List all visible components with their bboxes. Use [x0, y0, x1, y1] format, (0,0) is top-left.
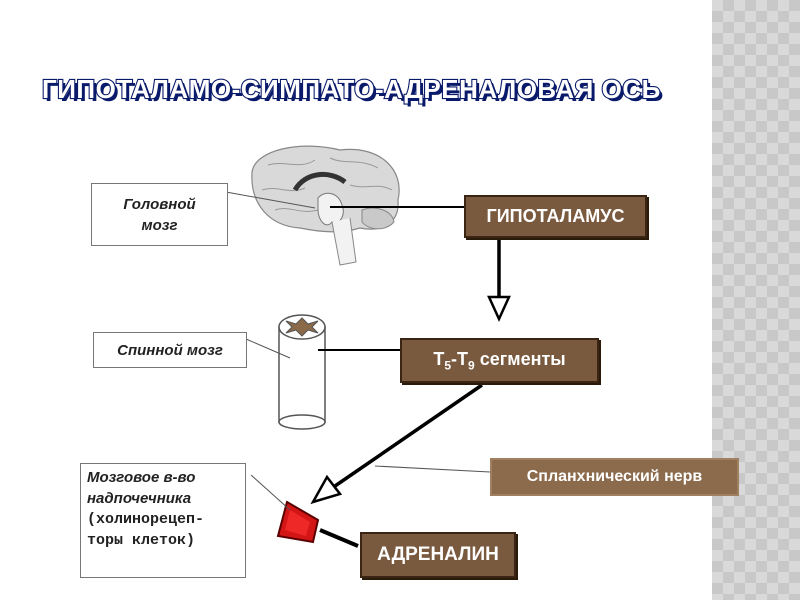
segments-sub-9: 9 [468, 358, 475, 373]
nerve-label-line [374, 465, 491, 473]
segments-dash: -T [451, 348, 469, 369]
adrenal-medulla-label: Мозговое в-во надпочечника (холинорецеп-… [80, 463, 246, 578]
brain-label-line [225, 191, 316, 209]
adrenal-gland-illustration [276, 500, 320, 544]
spinal-label-line [245, 338, 291, 359]
side-decoration [712, 0, 800, 600]
brain-illustration [251, 145, 400, 266]
slide-title: ГИПОТАЛАМО-СИМПАТО-АДРЕНАЛОВАЯ ОСЬ [41, 73, 661, 105]
segments-box: T5-T9 сегменты [400, 338, 599, 383]
arrow-segments-to-adrenal [310, 383, 483, 505]
brain-label: Головной мозг [91, 183, 228, 246]
adrenaline-box: АДРЕНАЛИН [360, 532, 516, 578]
splanchnic-nerve-box: Спланхнический нерв [490, 458, 739, 496]
hypothalamus-box: ГИПОТАЛАМУС [464, 195, 647, 238]
adrenal-label-line-2: надпочечника [87, 490, 192, 507]
adrenal-adrenaline-line [319, 528, 359, 548]
segments-text: сегменты [474, 348, 566, 369]
adrenal-label-line-4: торы клеток) [87, 532, 196, 549]
segments-t: T [433, 348, 445, 369]
spinal-cord-illustration [278, 314, 326, 430]
adrenal-label-line [250, 474, 291, 511]
arrow-hypothalamus-to-segments [487, 238, 511, 323]
spinal-cord-label: Спинной мозг [93, 332, 247, 368]
adrenal-label-line-3: (холинорецеп- [87, 511, 205, 528]
adrenal-label-line-1: Мозговое в-во [87, 469, 196, 486]
segments-sub-5: 5 [444, 358, 452, 373]
